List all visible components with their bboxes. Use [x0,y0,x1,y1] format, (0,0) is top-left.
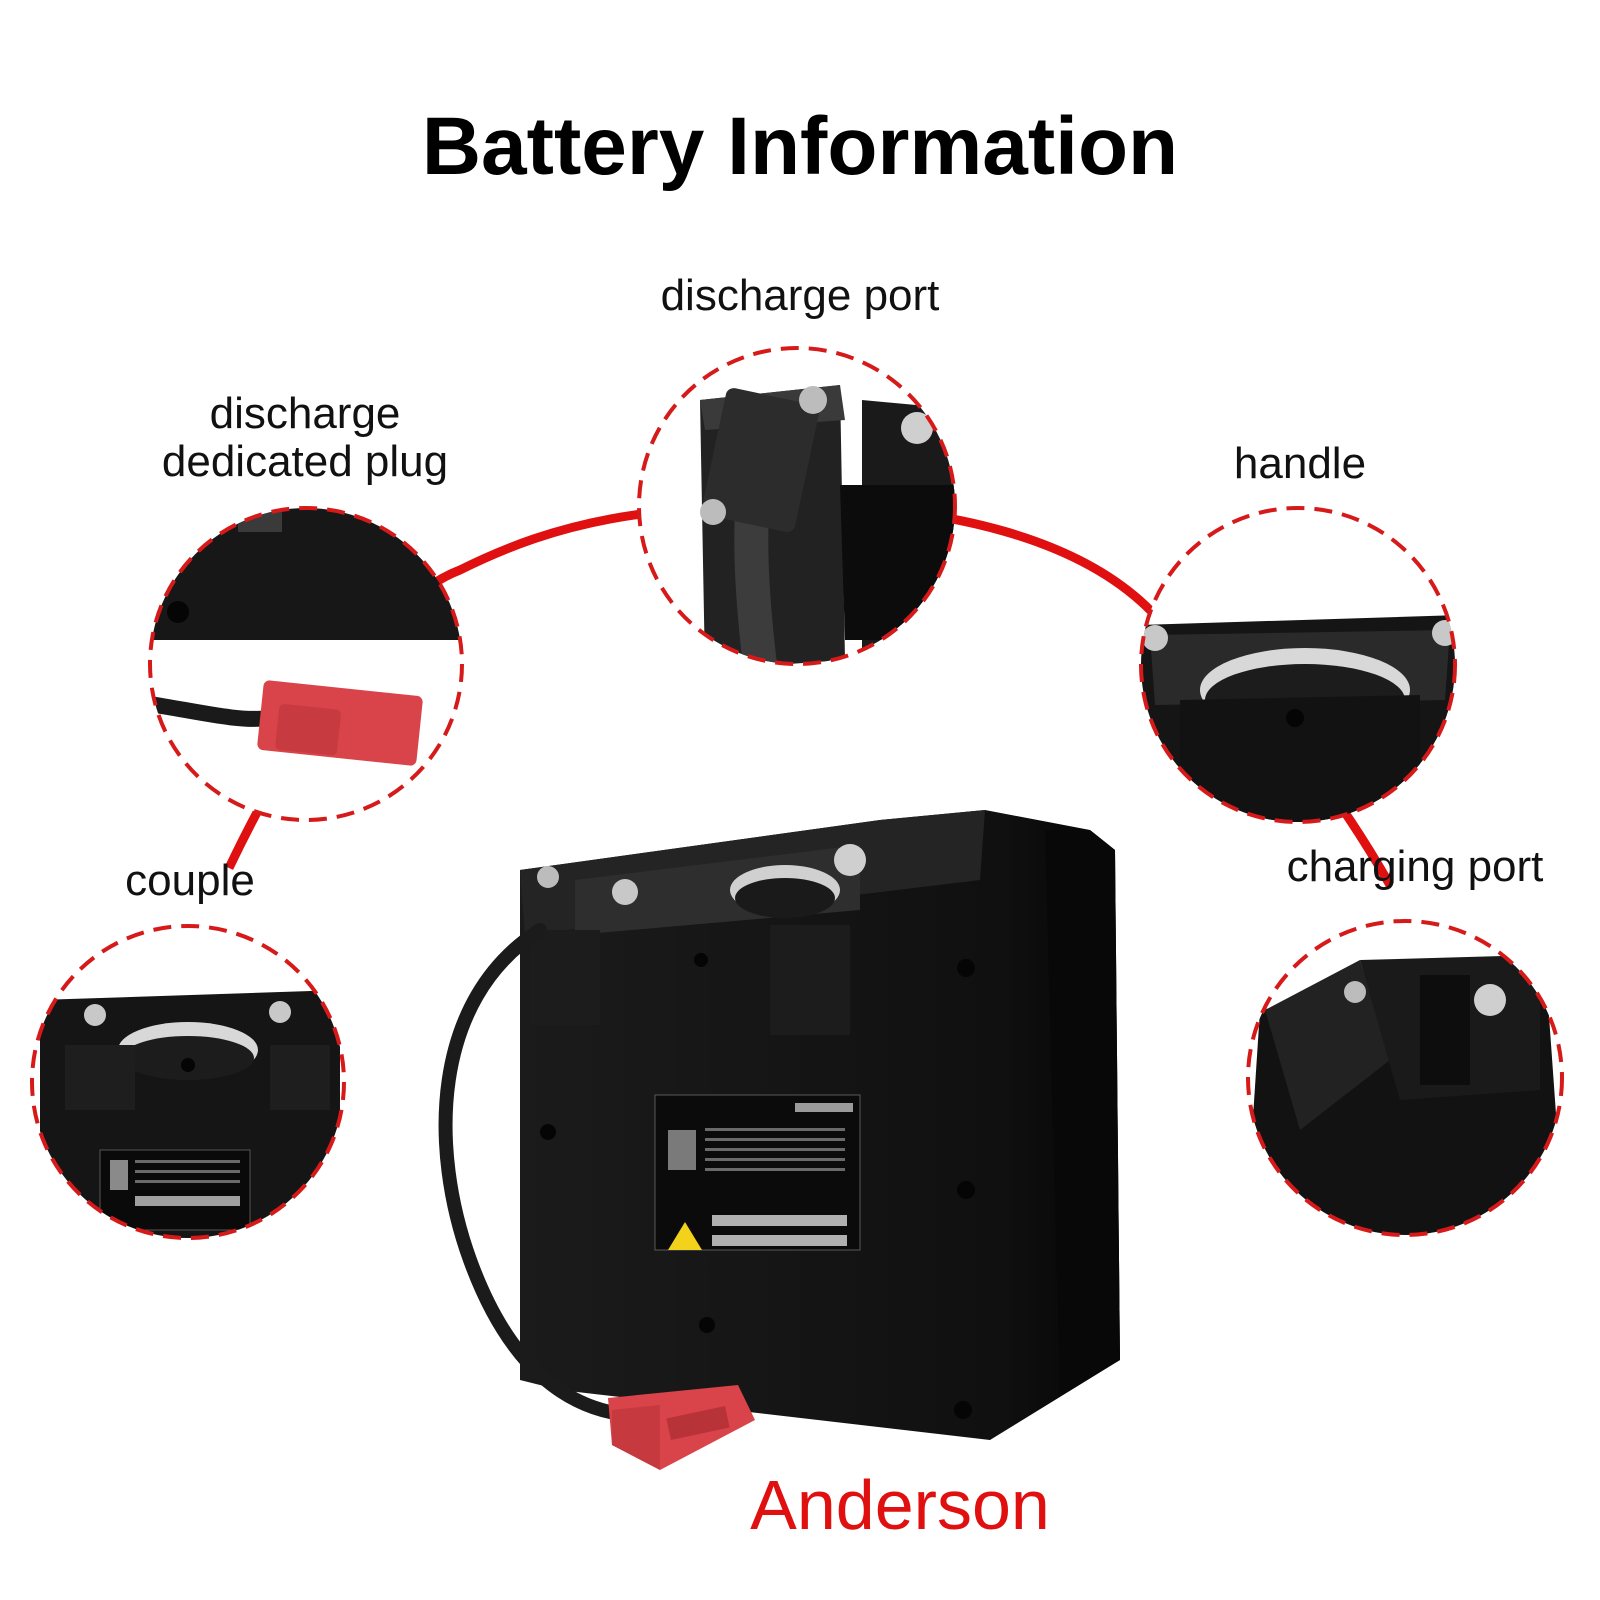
detail-circle-discharge-plug [148,506,464,822]
callout-couple: couple [125,856,255,905]
detail-circle-discharge-port [637,346,957,666]
battery-pack [438,810,1120,1470]
callout-handle: handle [1233,439,1367,488]
callout-discharge-plug: discharge dedicated plug [135,390,475,486]
detail-circle-couple [30,924,346,1240]
callout-discharge-plug-line2: dedicated plug [161,437,449,486]
callout-discharge-plug-line1: discharge [209,389,401,438]
anderson-connector [608,1385,755,1470]
callout-charging-port: charging port [1286,842,1544,891]
callout-discharge-port: discharge port [660,271,940,320]
anderson-connector-label: Anderson [750,1466,1050,1544]
warning-label [654,1094,861,1251]
page-title: Battery Information [421,101,1179,192]
detail-circle-handle [1139,506,1457,824]
detail-circle-charging-port [1246,919,1564,1237]
output-cable [438,923,637,1422]
